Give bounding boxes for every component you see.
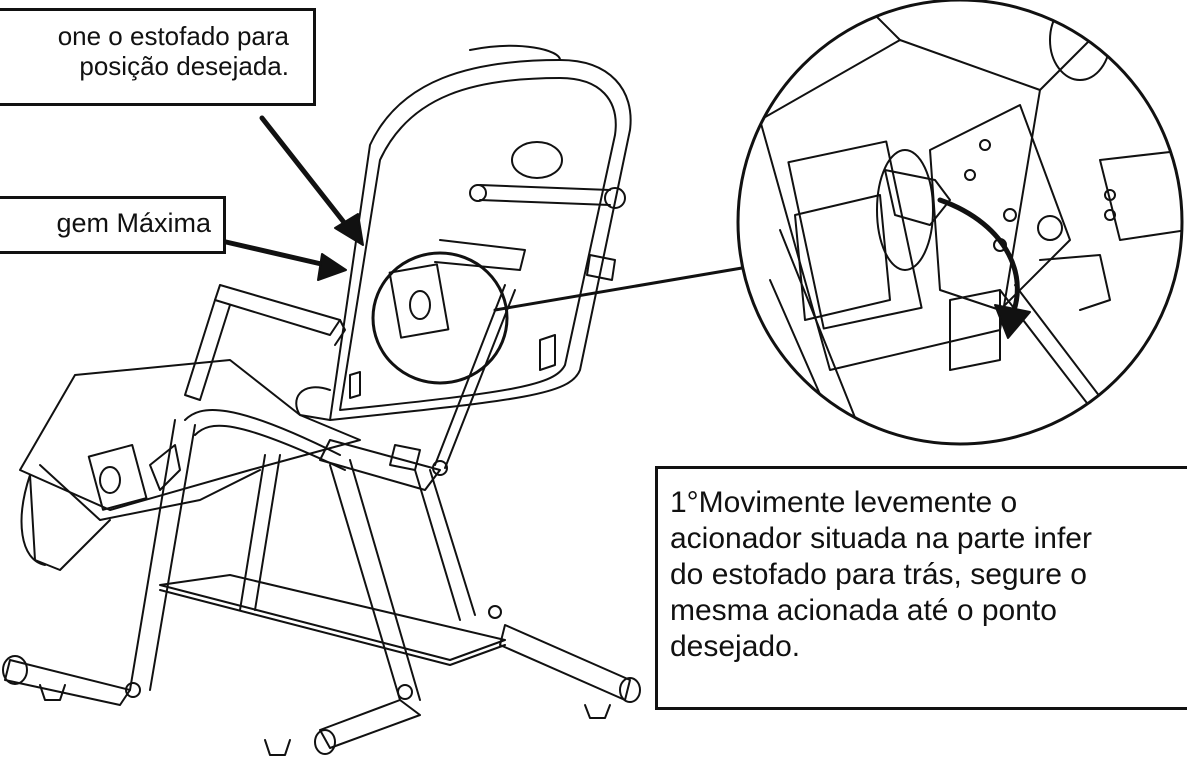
callout-position-line-1: one o estofado para [57,21,289,51]
callout-position-line-2: posição desejada. [79,51,289,81]
callout-instruction: 1°Movimente levemente o acionador situad… [655,466,1187,710]
armrest [184,284,346,401]
instruction-line-3: do estofado para trás, segure o [670,558,1087,591]
callout-position-adjust: one o estofado para posição desejada. [0,8,316,106]
instruction-line-4: mesma acionada até o ponto [670,594,1057,627]
instruction-line-1: 1°Movimente levemente o [670,486,1018,519]
seat-cushion [19,359,361,571]
instruction-line-2: acionador situada na parte infer [670,522,1092,555]
lower-shelf [159,574,506,666]
detail-zoom-view [736,0,1184,446]
detail-highlight-circle [371,251,744,385]
callout-arrows [223,115,364,281]
callout-max-tilt: gem Máxima [0,196,226,254]
instruction-line-5: desejado. [670,630,801,663]
chair-frame [2,409,641,756]
callout-max-label: gem Máxima [56,208,211,238]
backrest [295,44,632,421]
